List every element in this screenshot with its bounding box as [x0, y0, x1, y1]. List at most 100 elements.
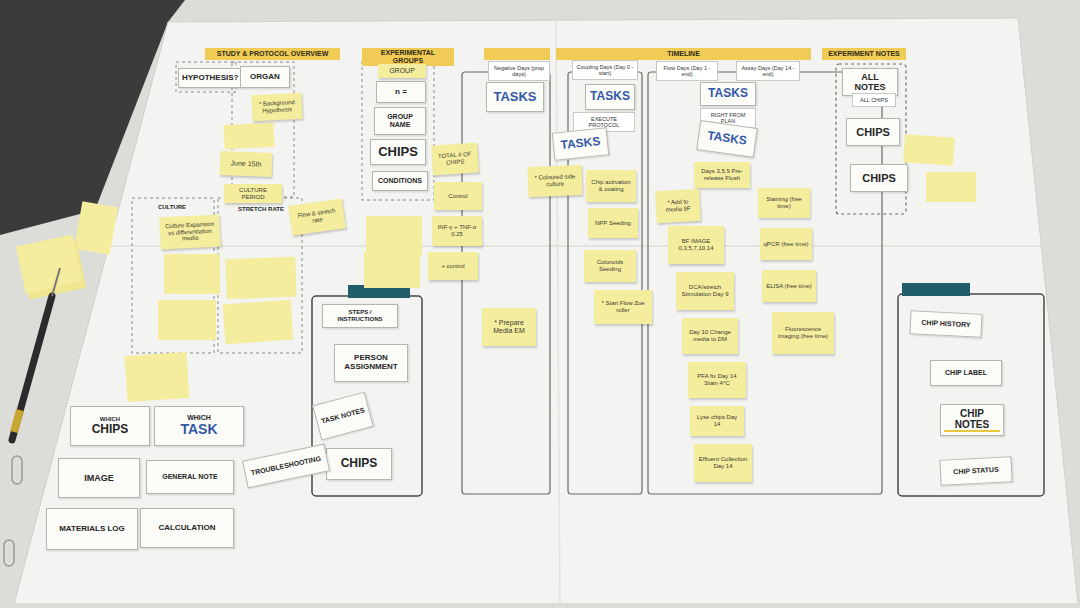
note-text: Assay Days (Day 14 - end) — [740, 65, 796, 77]
sticky-note: Fluorescence imaging (free time) — [772, 312, 834, 354]
paper-card: GROUP NAME — [374, 107, 426, 135]
note-text: + control — [431, 263, 475, 270]
sticky-note: Colonoids Seeding — [584, 250, 636, 282]
note-text: ORGAN — [244, 73, 286, 82]
sticky-note: BF IMAGE 0,3,5,7,10,14 — [668, 226, 724, 264]
note-text: STRETCH RATE — [237, 206, 285, 213]
blank-stickies — [74, 123, 976, 402]
sticky-pad — [16, 234, 87, 299]
note-text: TASK NOTES — [320, 406, 366, 425]
note-text: TOTAL # OF CHIPS — [435, 151, 476, 167]
note-text: Negative Days (prep days) — [492, 65, 546, 77]
note-text: CONDITIONS — [376, 177, 424, 185]
sticky-note: * Prepare Media EM — [482, 308, 536, 346]
paper-card: TASKS — [700, 82, 756, 106]
note-text: PERSON ASSIGNMENT — [338, 354, 404, 372]
note-text: CALCULATION — [144, 524, 230, 533]
note-text: n = — [380, 88, 422, 97]
note-text: CHIPS — [850, 126, 896, 138]
note-text: CHIP STATUS — [944, 465, 1008, 476]
note-text: Staining (free time) — [761, 196, 807, 209]
note-text: TASKS — [490, 90, 540, 105]
column-tag: Negative Days (prep days) — [488, 61, 550, 81]
sticky-note: Day 10 Change media to DM — [682, 318, 738, 354]
column-outlines — [462, 64, 906, 494]
note-text: Lyse chips Day 14 — [693, 414, 741, 427]
paper-sheet — [14, 18, 1078, 604]
card-kicker: WHICH — [74, 416, 146, 423]
note-text: Fluorescence imaging (free time) — [775, 326, 831, 339]
sticky-note: Culture Expansion vs differentiation med… — [159, 214, 221, 249]
sticky-note: ELISA (free time) — [762, 270, 816, 302]
column-tag: Flow Days (Day 1 - end) — [656, 61, 718, 81]
column-header: STUDY & PROTOCOL OVERVIEW — [205, 48, 340, 60]
column-tag: Coupling Days (Day 0 - start) — [572, 60, 638, 80]
paper-card: CONDITIONS — [372, 171, 428, 191]
pen — [12, 268, 60, 440]
sticky-note: INF-γ + TNF-α 0.25 — [432, 216, 482, 246]
note-text: Days 3,5,9 Pre-release Flush — [697, 168, 747, 181]
paper-card: CHIP LABEL — [930, 360, 1002, 386]
paper-card: ORGAN — [240, 66, 290, 88]
paper-card: IMAGE — [58, 458, 140, 498]
column-header: EXPERIMENT NOTES — [822, 48, 906, 60]
paper-card: GENERAL NOTE — [146, 460, 234, 494]
note-text: Chip activation & coating — [589, 179, 633, 192]
sticky-note: PFA fix Day 14 Stain 4°C — [688, 362, 746, 398]
section-label: CULTURE — [150, 201, 194, 213]
paper-card: ALL NOTES — [842, 68, 898, 96]
sticky-note: June 15th — [220, 151, 273, 177]
paper-card: CHIP NOTES — [940, 404, 1004, 436]
note-text: * Start Flow Zoe roller — [597, 300, 649, 313]
paper-card: PERSON ASSIGNMENT — [334, 344, 408, 382]
note-text: TASKS — [701, 129, 752, 149]
note-text: INF-γ + TNF-α 0.25 — [435, 224, 479, 237]
note-text: PFA fix Day 14 Stain 4°C — [691, 373, 743, 386]
paper-fold — [556, 20, 560, 604]
paper-card: CHIPS — [850, 164, 908, 192]
note-text: STEPS / INSTRUCTIONS — [326, 309, 394, 322]
paper-card: n = — [376, 81, 426, 103]
paper-fold — [110, 245, 1048, 247]
paper-card: CHIPS — [326, 448, 392, 480]
note-text: * Prepare Media EM — [485, 319, 533, 335]
note-text: Colonoids Seeding — [587, 259, 633, 272]
paper-card: TASKS — [585, 84, 635, 110]
note-text: DCA/stretch Stimulation Day 9 — [679, 284, 731, 297]
column-tag: ALL CHIPS — [852, 93, 896, 107]
note-text: CHIPS — [374, 145, 422, 160]
sticky-note: qPCR (free time) — [760, 228, 812, 260]
panel — [312, 283, 1044, 496]
paper-card: STEPS / INSTRUCTIONS — [322, 304, 398, 328]
note-text: MATERIALS LOG — [50, 525, 134, 534]
paper-card: CHIPS — [370, 139, 426, 165]
note-text: ALL CHIPS — [856, 97, 892, 103]
note-text: * Add to media 9F — [659, 198, 698, 213]
note-text: CHIPS — [854, 172, 904, 184]
note-text: STUDY & PROTOCOL OVERVIEW — [208, 50, 337, 58]
column-band — [484, 48, 550, 60]
note-text: ELISA (free time) — [765, 283, 813, 290]
note-text: Flow & stretch rate — [292, 207, 341, 227]
note-text: TIMELINE — [559, 50, 808, 58]
note-text: TASKS — [704, 87, 752, 100]
paper-clips — [4, 456, 22, 566]
sticky-note: TOTAL # OF CHIPS — [431, 142, 479, 175]
note-text: Control — [437, 193, 479, 200]
note-text: Flow Days (Day 1 - end) — [660, 65, 714, 77]
sticky-note: Effluent Collection Day 14 — [694, 444, 752, 482]
sticky-note: NPP Seeding — [588, 208, 638, 238]
note-text: June 15th — [223, 159, 269, 168]
paper-card: WHICHTASK — [154, 406, 244, 446]
note-text: CULTURE — [151, 204, 193, 211]
note-text: CHIPS — [330, 457, 388, 470]
note-text: CHIP NOTES — [944, 408, 1000, 432]
note-text: TASKS — [589, 90, 631, 103]
sticky-note: * Background Hypothesis — [251, 93, 302, 122]
note-text: CULTURE PERIOD — [227, 187, 279, 200]
note-text: CHIP LABEL — [934, 369, 998, 377]
note-text: HYPOTHESIS? — [182, 74, 237, 83]
paper-card: CALCULATION — [140, 508, 234, 548]
sticky-note: Control — [434, 182, 482, 210]
column-header: EXPERIMENTAL GROUPS — [362, 48, 454, 66]
